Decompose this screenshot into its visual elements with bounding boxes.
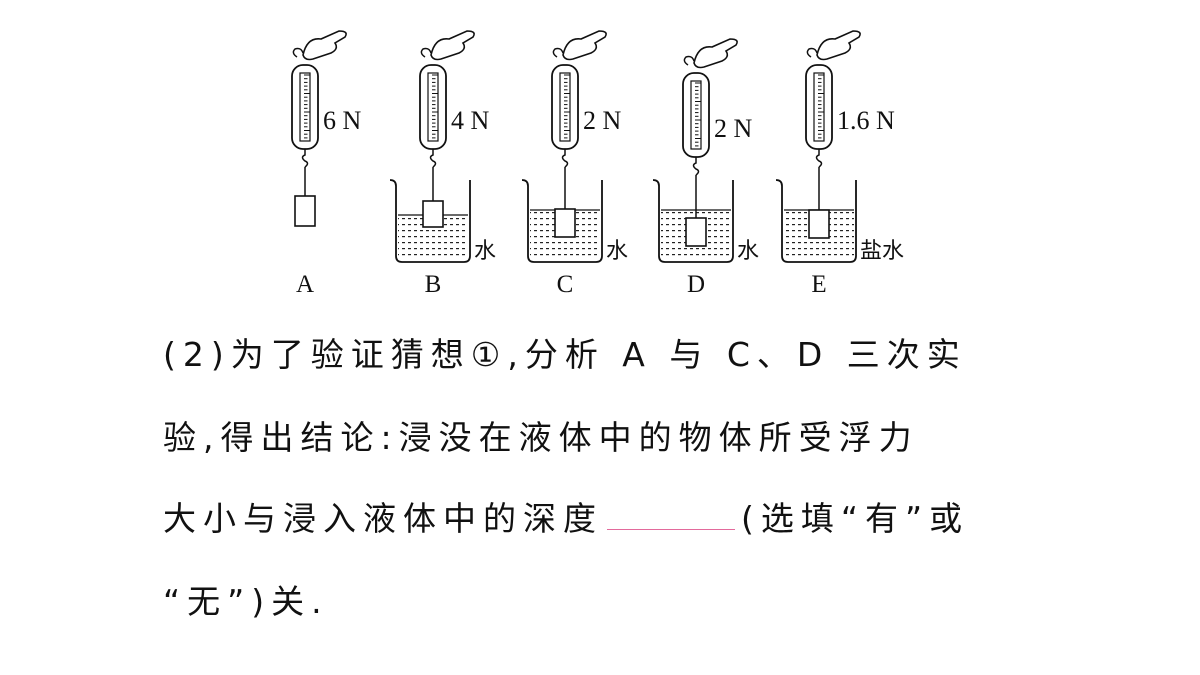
reading-label: 6 N (323, 106, 362, 135)
answer-blank[interactable] (607, 499, 735, 530)
experiment-figure: 6 N A 4 N 水 B 2 N 水 C 2 N 水 D 1.6 N 盐水 E (291, 30, 904, 298)
setup-b: 4 N 水 B (389, 30, 496, 298)
setup-label: E (811, 271, 826, 298)
liquid-label: 盐水 (860, 239, 904, 264)
setup-label: D (687, 271, 705, 298)
hand-icon (562, 30, 607, 61)
setup-c: 2 N 水 C (521, 30, 628, 298)
setup-label: C (557, 271, 574, 298)
beaker (652, 179, 734, 263)
setup-e: 1.6 N 盐水 E (775, 30, 904, 298)
question-line-3: 大小与浸入液体中的深度 (选填“有”或 (163, 499, 1043, 539)
reading-label: 4 N (451, 106, 490, 135)
setup-a: 6 N A (291, 30, 362, 298)
question-line-1: (2)为了验证猜想①,分析 A 与 C、D 三次实 (163, 335, 967, 374)
question-line-3-before: 大小与浸入液体中的深度 (163, 499, 603, 538)
setup-label: B (425, 271, 442, 298)
beaker (775, 179, 857, 263)
metal-block (685, 217, 707, 247)
question-line-4: “无”)关. (163, 582, 329, 621)
setup-label: A (296, 271, 314, 298)
hand-icon (816, 30, 861, 61)
reading-label: 2 N (714, 114, 753, 143)
question-line-3-after: (选填“有”或 (741, 499, 970, 538)
liquid-label: 水 (737, 239, 759, 264)
hand-icon (430, 30, 475, 61)
reading-label: 2 N (583, 106, 622, 135)
hand-icon (302, 30, 347, 61)
reading-label: 1.6 N (837, 106, 895, 135)
liquid-label: 水 (474, 239, 496, 264)
hand-icon (693, 38, 738, 69)
question-line-2: 验,得出结论:浸没在液体中的物体所受浮力 (163, 418, 919, 457)
metal-block (294, 195, 316, 227)
beaker (521, 179, 603, 263)
beaker (389, 179, 471, 263)
metal-block (808, 209, 830, 239)
setup-d: 2 N 水 D (652, 38, 759, 298)
metal-block (422, 200, 444, 228)
liquid-label: 水 (606, 239, 628, 264)
metal-block (554, 208, 576, 238)
